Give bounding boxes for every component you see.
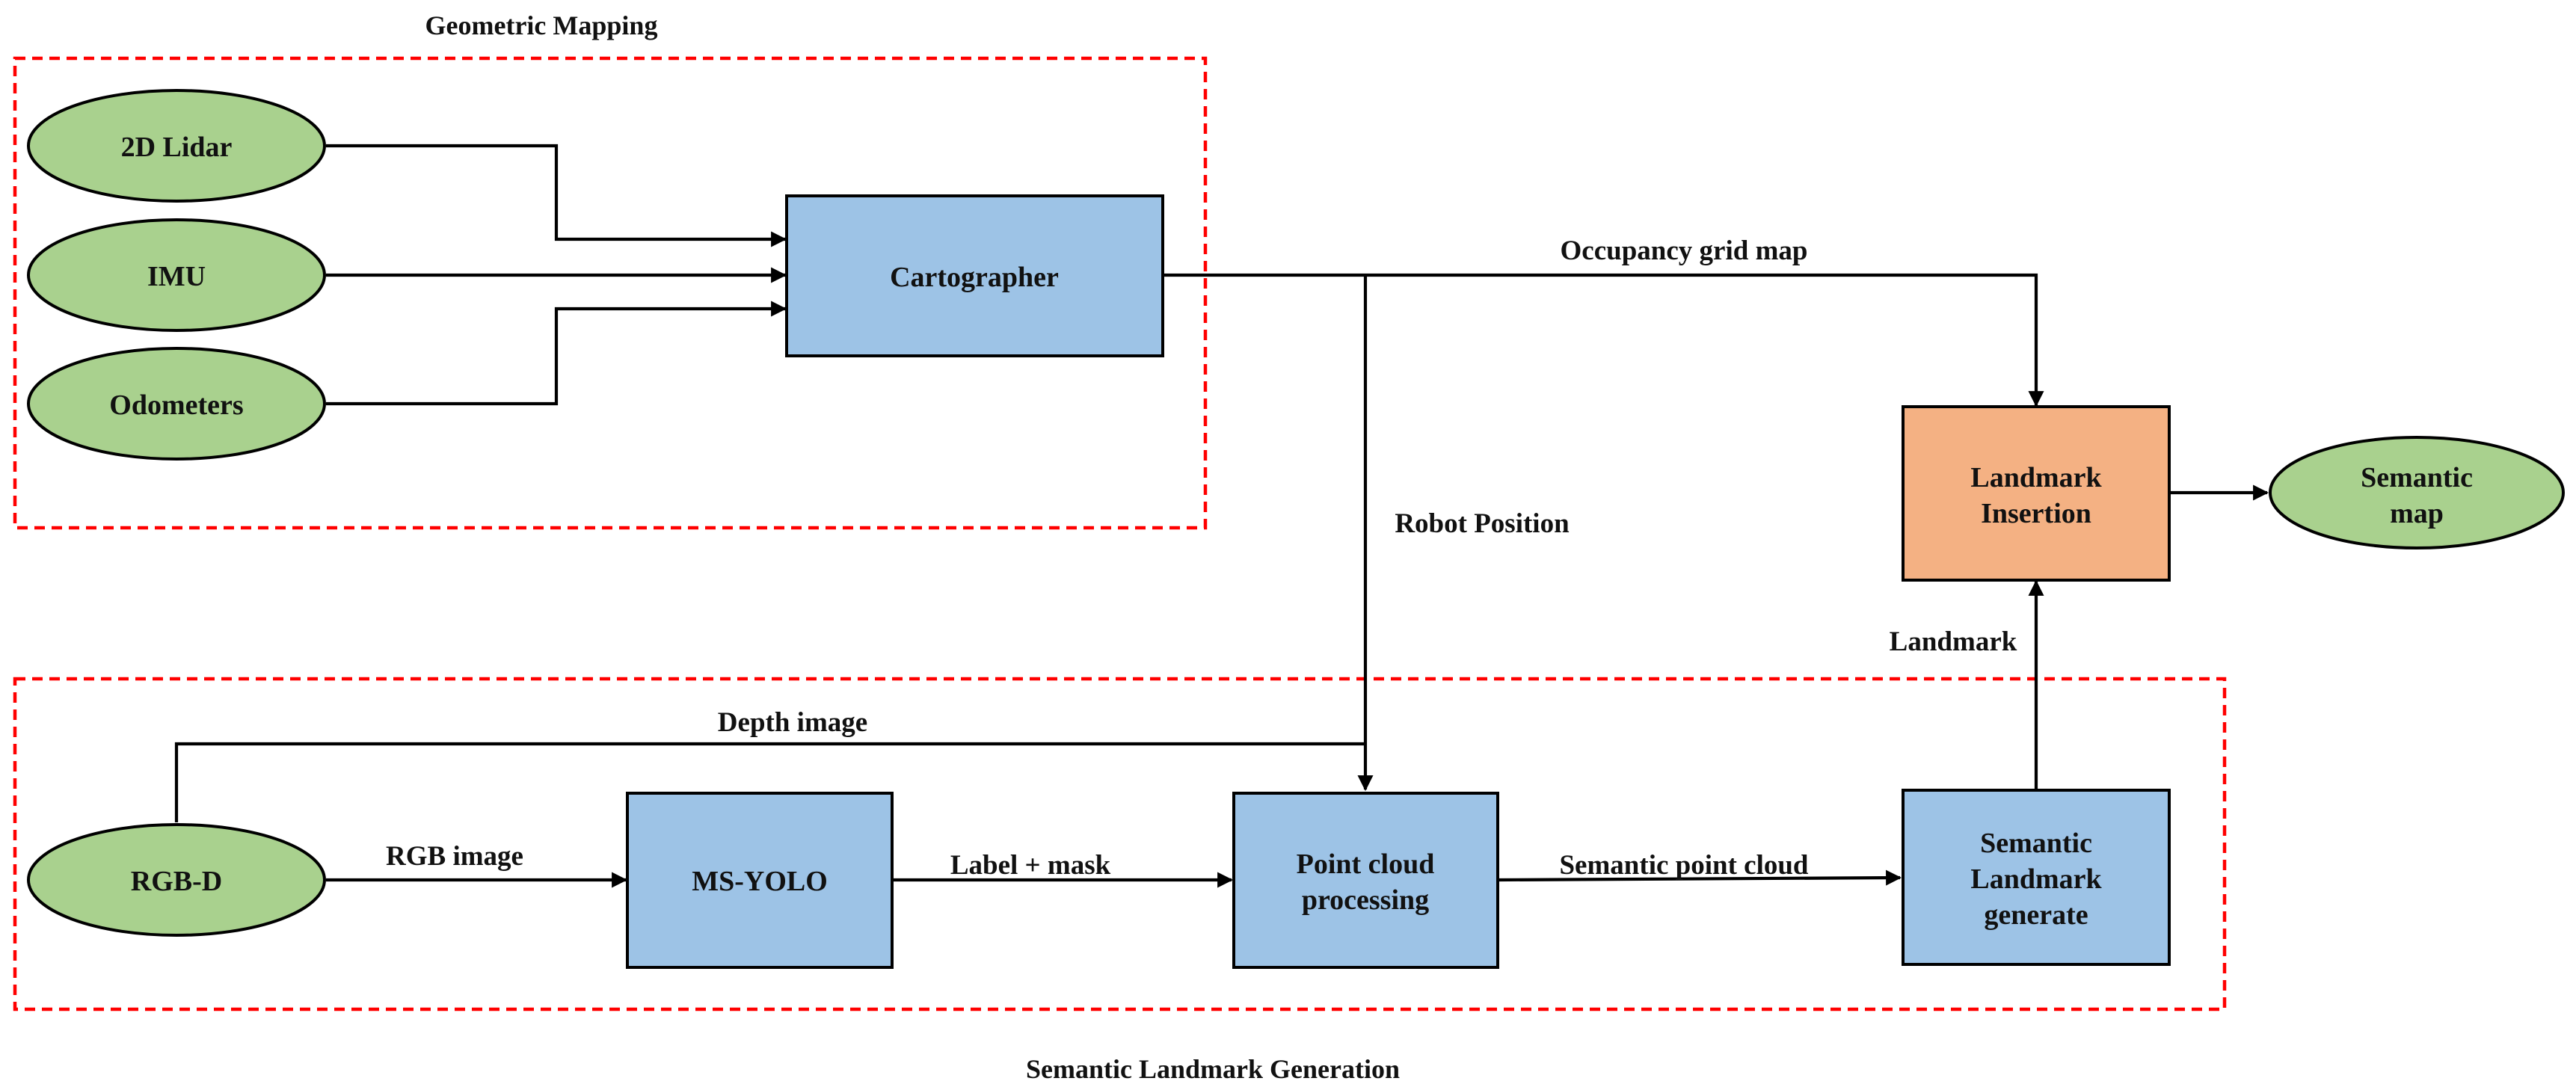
semantic-landmark-label-line1: Semantic bbox=[1980, 828, 2092, 859]
2d-lidar-label: 2D Lidar bbox=[121, 132, 233, 163]
node-2d-lidar: 2D Lidar bbox=[27, 89, 326, 203]
edge-depth-image bbox=[174, 742, 1365, 822]
edges bbox=[174, 144, 2269, 888]
node-cartographer: Cartographer bbox=[785, 194, 1164, 357]
odometers-label: Odometers bbox=[109, 389, 243, 421]
2d-lidar-ellipse bbox=[27, 89, 326, 203]
point-cloud-processing-box bbox=[1232, 792, 1499, 969]
point-cloud-label-line1: Point cloud bbox=[1297, 849, 1435, 880]
semantic-map-ellipse bbox=[2269, 436, 2565, 549]
node-imu: IMU bbox=[27, 218, 326, 332]
semantic-point-cloud-label: Semantic point cloud bbox=[1559, 850, 1808, 881]
node-landmark-insertion: Landmark Insertion bbox=[1902, 405, 2171, 582]
edge-semantic-point-cloud bbox=[1497, 869, 1902, 886]
odometers-ellipse bbox=[27, 347, 326, 461]
group-geometric-mapping: Geometric Mapping bbox=[13, 10, 1208, 530]
robot-position-label: Robot Position bbox=[1395, 508, 1570, 539]
landmark-insertion-label-line1: Landmark bbox=[1970, 462, 2102, 493]
edge-labels: Occupancy grid map Robot Position Landma… bbox=[386, 235, 2017, 881]
landmark-insertion-label-line2: Insertion bbox=[1981, 498, 2091, 529]
semantic-map-label-line1: Semantic bbox=[2361, 462, 2473, 493]
geometric-mapping-title: Geometric Mapping bbox=[425, 10, 658, 40]
semantic-landmark-generate-box bbox=[1902, 789, 2171, 966]
edge-occupancy-grid-map bbox=[1163, 273, 2044, 407]
node-semantic-landmark-generate: Semantic Landmark generate bbox=[1902, 789, 2171, 966]
cartographer-box bbox=[785, 194, 1164, 357]
semantic-landmark-label-line3: generate bbox=[1984, 899, 2088, 931]
imu-ellipse bbox=[27, 218, 326, 332]
occupancy-grid-map-label: Occupancy grid map bbox=[1561, 235, 1808, 266]
semantic-map-label-line2: map bbox=[2390, 498, 2444, 529]
ms-yolo-label: MS-YOLO bbox=[692, 866, 828, 897]
rgb-image-label: RGB image bbox=[386, 841, 523, 872]
node-semantic-map: Semantic map bbox=[2269, 436, 2565, 549]
label-mask-label: Label + mask bbox=[950, 850, 1111, 881]
imu-label: IMU bbox=[147, 261, 206, 292]
node-rgbd: RGB-D bbox=[27, 823, 326, 937]
landmark-label: Landmark bbox=[1890, 626, 2017, 657]
edge-odometers-to-cartographer bbox=[326, 301, 787, 406]
node-odometers: Odometers bbox=[27, 347, 326, 461]
edge-lidar-to-cartographer bbox=[326, 144, 787, 247]
node-point-cloud-processing: Point cloud processing bbox=[1232, 792, 1499, 969]
geometric-mapping-border bbox=[13, 56, 1208, 530]
rgbd-label: RGB-D bbox=[131, 866, 222, 897]
landmark-insertion-box bbox=[1902, 405, 2171, 582]
depth-image-label: Depth image bbox=[718, 707, 867, 738]
point-cloud-label-line2: processing bbox=[1302, 884, 1429, 916]
semantic-landmark-generation-title: Semantic Landmark Generation bbox=[1026, 1054, 1400, 1084]
ms-yolo-box bbox=[626, 792, 894, 969]
cartographer-label: Cartographer bbox=[890, 262, 1059, 293]
group-semantic-landmark-generation: Semantic Landmark Generation bbox=[13, 677, 2227, 1084]
rgbd-ellipse bbox=[27, 823, 326, 937]
semantic-landmark-generation-border bbox=[13, 677, 2227, 1011]
semantic-landmark-label-line2: Landmark bbox=[1970, 863, 2102, 895]
node-ms-yolo: MS-YOLO bbox=[626, 792, 894, 969]
